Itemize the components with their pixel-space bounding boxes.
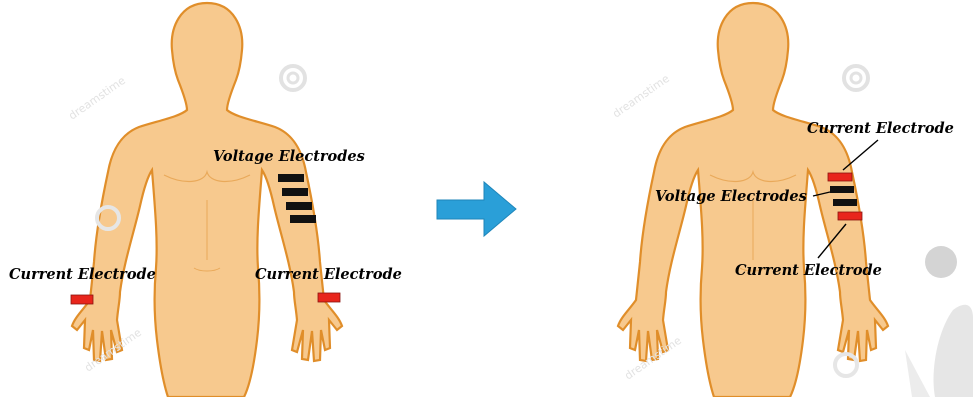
right-voltage-label: Voltage Electrodes (655, 190, 807, 205)
voltage-electrode (286, 202, 312, 210)
left-current-label-left: Current Electrode (9, 268, 156, 283)
arrow-icon (437, 182, 516, 236)
right-current-electrode-bottom (838, 212, 862, 220)
svg-text:dreamstime: dreamstime (610, 72, 672, 121)
left-voltage-label: Voltage Electrodes (213, 150, 365, 165)
voltage-electrode (282, 188, 308, 196)
right-current-electrode-top (828, 173, 852, 181)
right-current-label-bottom: Current Electrode (735, 264, 882, 279)
voltage-electrode (278, 174, 304, 182)
right-current-label-top: Current Electrode (807, 122, 954, 137)
voltage-electrode (833, 199, 857, 206)
voltage-electrode (830, 186, 854, 193)
corner-decoration (905, 246, 973, 397)
left-current-label-right: Current Electrode (255, 268, 402, 283)
left-current-electrode-right (318, 293, 340, 302)
voltage-electrode (290, 215, 316, 223)
left-current-electrode-left (71, 295, 93, 304)
